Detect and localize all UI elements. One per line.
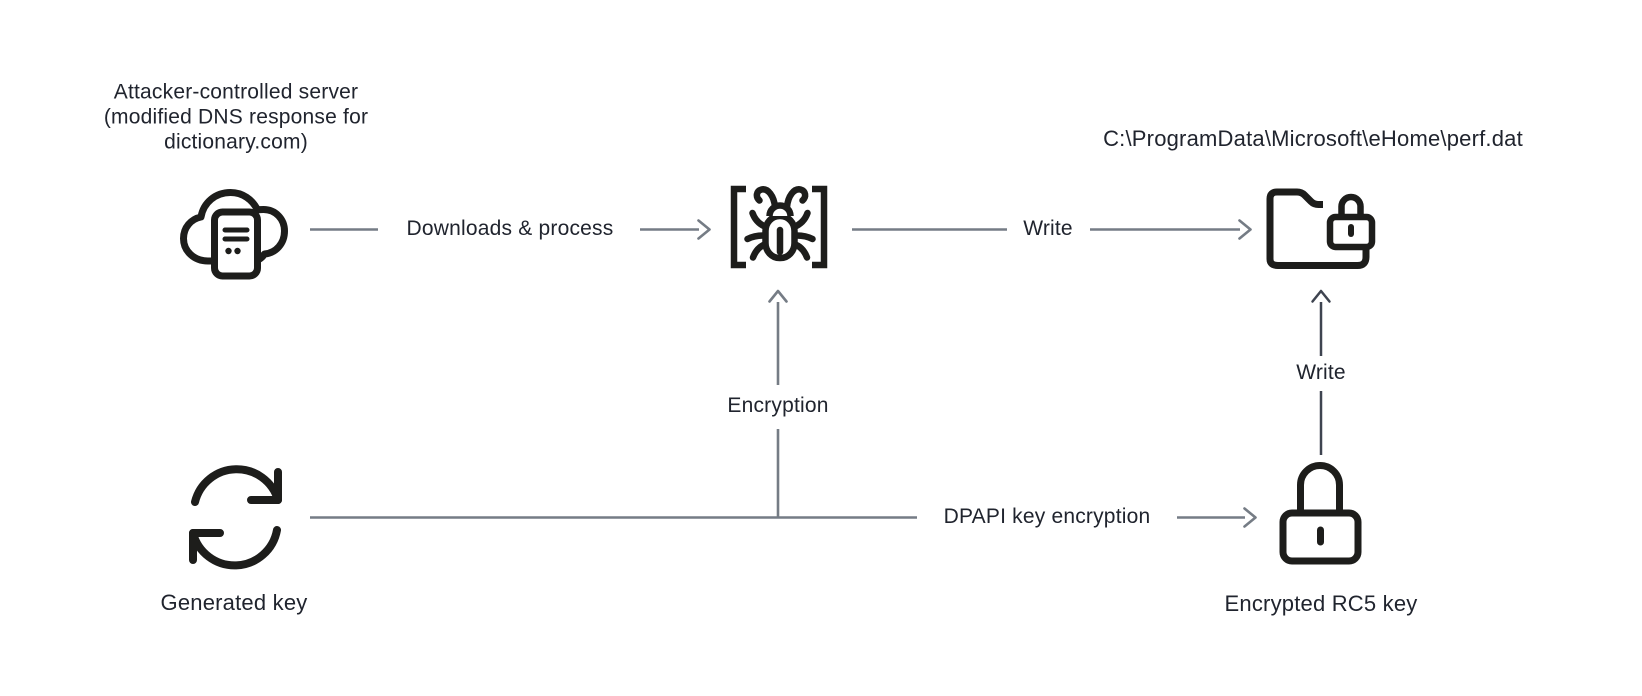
sync-icon <box>189 463 282 570</box>
edge-downloads-process <box>310 219 711 240</box>
attacker-server-label: Attacker-controlled server (modified DNS… <box>26 80 446 155</box>
attacker-server-label-line2: (modified DNS response for <box>103 105 369 129</box>
edge-label-dpapi: DPAPI key encryption <box>943 505 1151 528</box>
edge-label-encryption: Encryption <box>727 394 829 417</box>
attacker-server-label-line1: Attacker-controlled server <box>113 80 359 104</box>
generated-key-label: Generated key <box>160 590 308 615</box>
folder-lock-icon <box>1266 186 1378 272</box>
encrypted-key-label: Encrypted RC5 key <box>1224 591 1418 616</box>
edge-write-file <box>852 219 1252 240</box>
lock-icon <box>1279 458 1363 566</box>
edge-write-key <box>1311 289 1331 455</box>
edge-label-write-file: Write <box>1023 217 1073 240</box>
attacker-server-label-line3: dictionary.com) <box>164 130 308 154</box>
bug-brackets-icon <box>727 185 831 269</box>
edge-dpapi <box>310 507 1257 528</box>
cloud-server-icon <box>178 177 290 283</box>
edge-encryption <box>768 289 788 518</box>
edge-label-downloads-process: Downloads & process <box>406 217 614 240</box>
perf-file-path-label: C:\ProgramData\Microsoft\eHome\perf.dat <box>1103 126 1523 151</box>
edge-label-write-key: Write <box>1296 361 1346 384</box>
